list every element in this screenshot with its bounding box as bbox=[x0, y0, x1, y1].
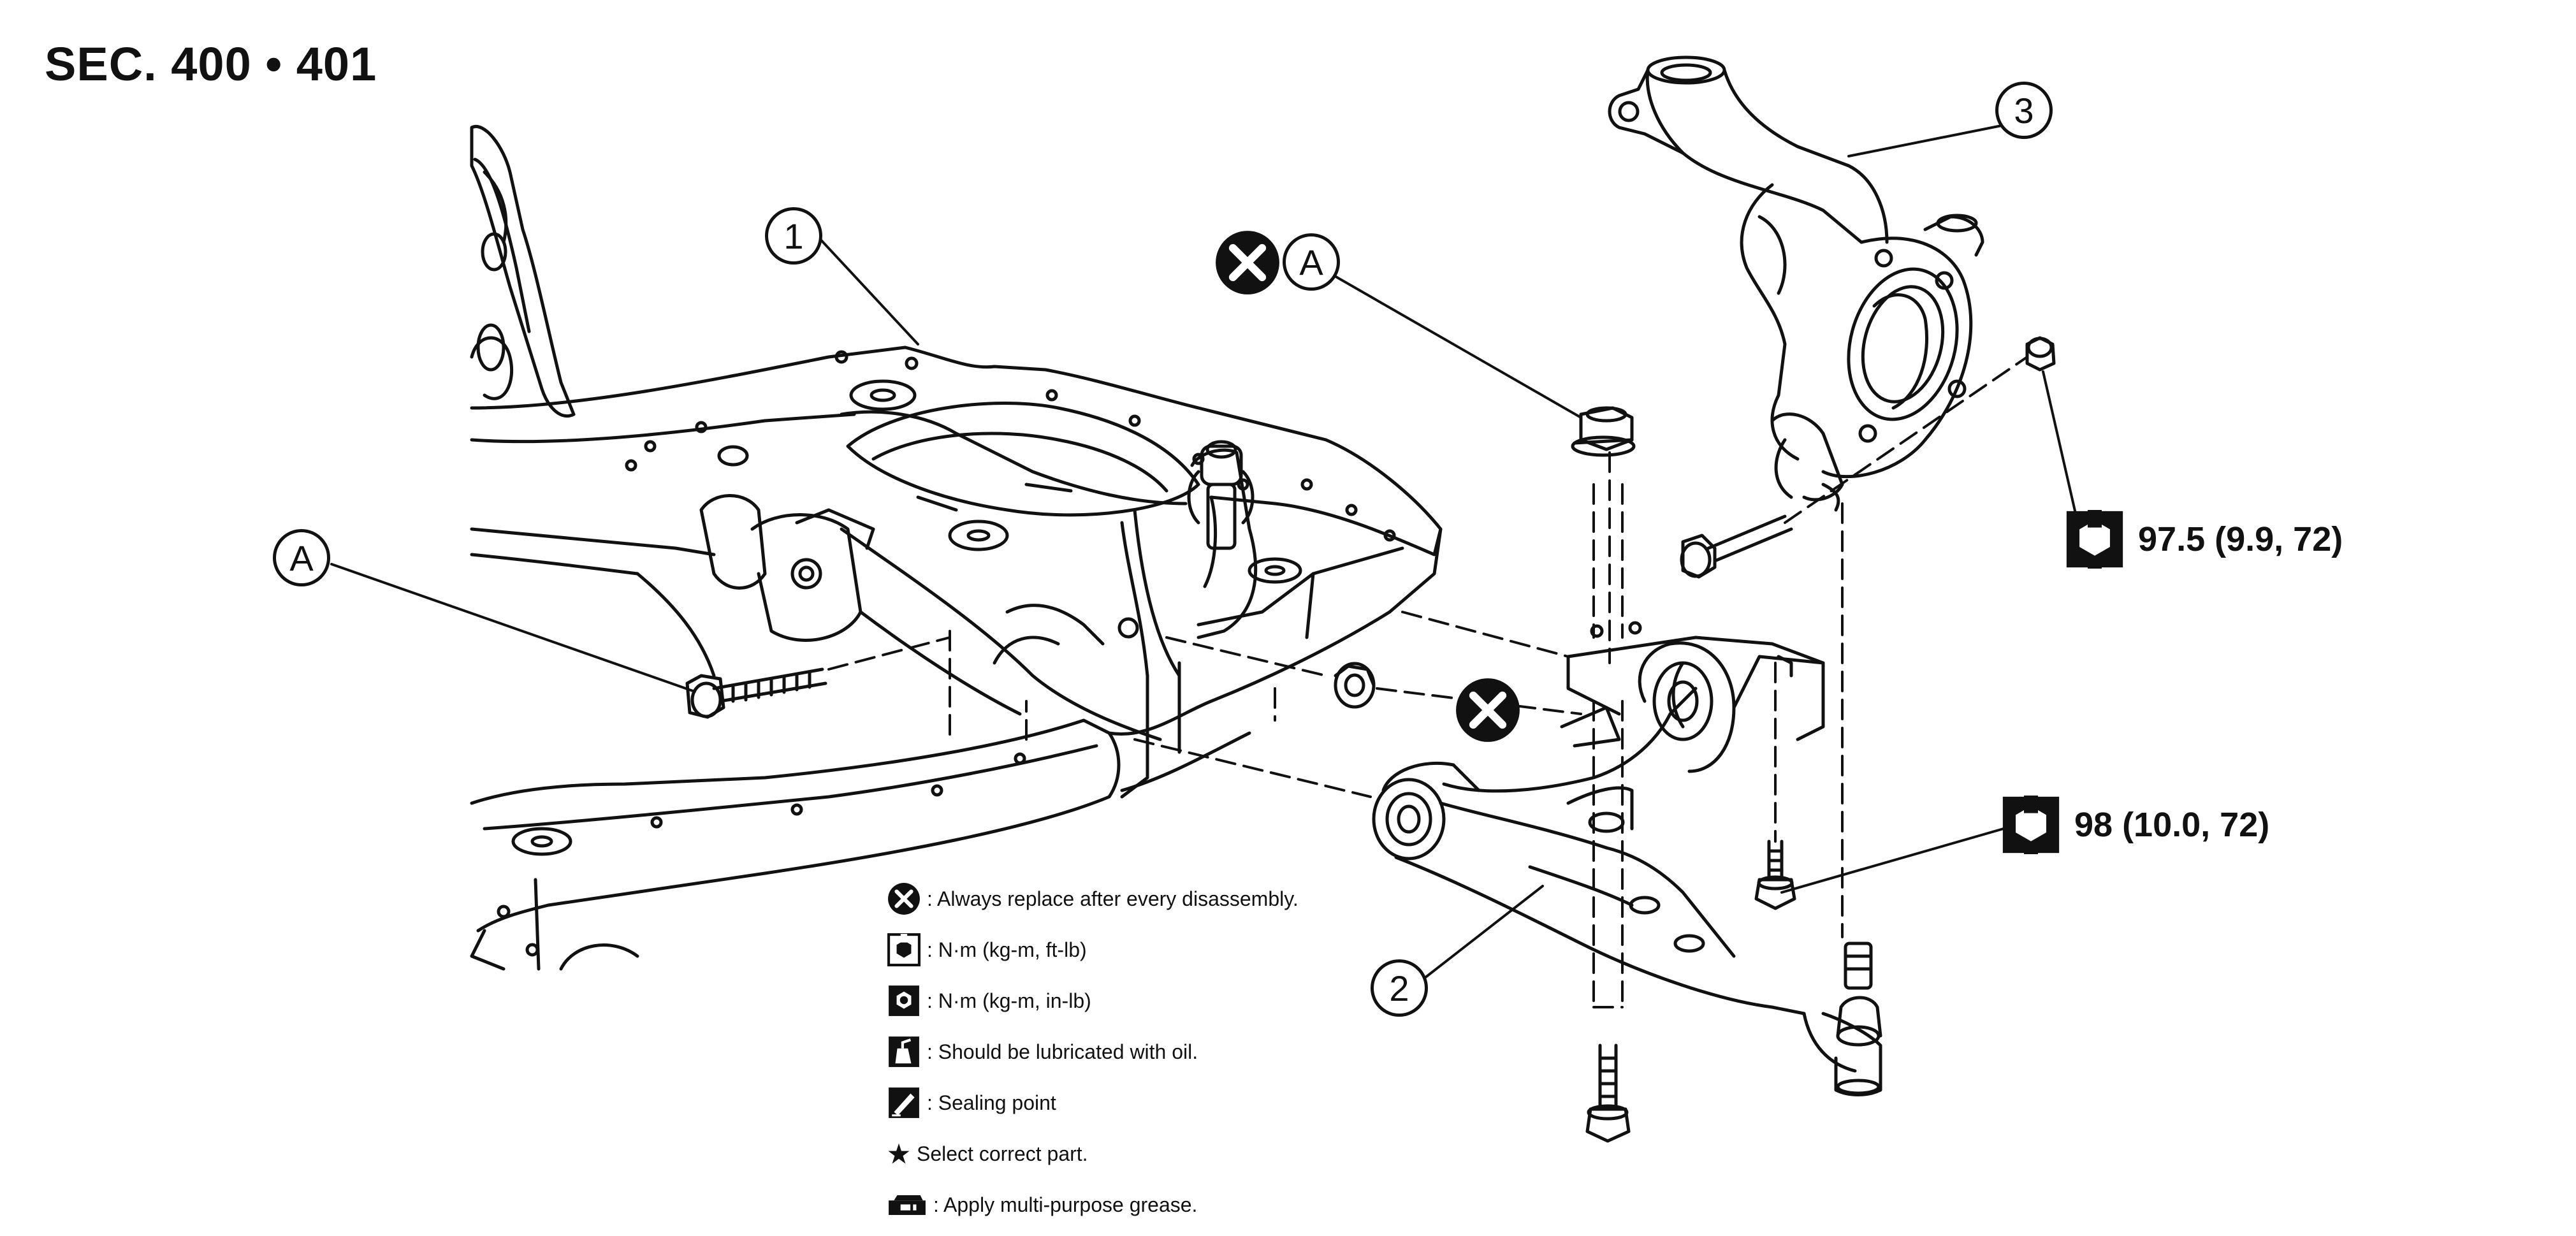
nut-knuckle bbox=[2025, 336, 2056, 372]
callout-3-knuckle: 3 bbox=[1995, 82, 2053, 139]
torque-wrench-icon bbox=[2002, 796, 2060, 854]
legend-row: : N·m (kg-m, ft-lb) bbox=[887, 924, 1299, 975]
torque-ftlb-icon bbox=[887, 933, 921, 966]
legend-row: : N·m (kg-m, in-lb) bbox=[887, 975, 1299, 1026]
front-suspension-member bbox=[470, 124, 1443, 971]
torque-spec-bushing: 98 (10.0, 72) bbox=[2002, 796, 2269, 854]
legend-text: : N·m (kg-m, in-lb) bbox=[927, 989, 1091, 1012]
bolt-left bbox=[685, 667, 827, 719]
bolt-bushing bbox=[1754, 840, 1796, 910]
torque-value-knuckle: 97.5 (9.9, 72) bbox=[2138, 520, 2343, 558]
legend-text: Select correct part. bbox=[917, 1142, 1088, 1165]
x-replace-icon bbox=[888, 883, 920, 915]
nut-frame bbox=[1334, 662, 1376, 709]
torque-spec-knuckle: 97.5 (9.9, 72) bbox=[2065, 510, 2343, 569]
callout-a-left: A bbox=[273, 529, 330, 586]
star-icon bbox=[888, 1143, 910, 1164]
symbol-legend: : Always replace after every disassembly… bbox=[887, 873, 1299, 1230]
oil-can-icon bbox=[889, 1036, 919, 1067]
bolt-bottom-center bbox=[1585, 1043, 1631, 1143]
legend-text: : Sealing point bbox=[927, 1091, 1056, 1114]
x-replace-icon bbox=[1216, 231, 1279, 294]
legend-text: : Apply multi-purpose grease. bbox=[933, 1193, 1198, 1216]
sealant-icon bbox=[889, 1087, 919, 1118]
section-title: SEC. 400 • 401 bbox=[45, 38, 377, 91]
legend-row: : Always replace after every disassembly… bbox=[887, 873, 1299, 924]
legend-row: : Apply multi-purpose grease. bbox=[887, 1179, 1299, 1230]
legend-row: Select correct part. bbox=[887, 1128, 1299, 1179]
nut-top bbox=[1571, 406, 1636, 457]
x-replace-icon bbox=[1456, 678, 1520, 742]
callout-2-lower-arm: 2 bbox=[1371, 959, 1428, 1017]
callout-1-frame: 1 bbox=[765, 207, 822, 265]
steering-knuckle bbox=[1608, 55, 1984, 512]
leader-lines bbox=[330, 123, 2081, 982]
callout-a-top: A bbox=[1283, 233, 1340, 291]
legend-text: : N·m (kg-m, ft-lb) bbox=[927, 938, 1087, 961]
torque-wrench-icon bbox=[2066, 510, 2123, 569]
transverse-link bbox=[1372, 621, 1882, 1096]
bolt-knuckle bbox=[1680, 514, 1793, 579]
legend-row: : Should be lubricated with oil. bbox=[887, 1026, 1299, 1077]
torque-inlb-icon bbox=[889, 985, 919, 1016]
legend-text: : Should be lubricated with oil. bbox=[927, 1040, 1198, 1063]
legend-row: : Sealing point bbox=[887, 1077, 1299, 1128]
grease-icon bbox=[889, 1195, 926, 1216]
torque-value-bushing: 98 (10.0, 72) bbox=[2074, 806, 2270, 844]
assembly-lines bbox=[827, 356, 2028, 1008]
legend-text: : Always replace after every disassembly… bbox=[927, 887, 1299, 910]
